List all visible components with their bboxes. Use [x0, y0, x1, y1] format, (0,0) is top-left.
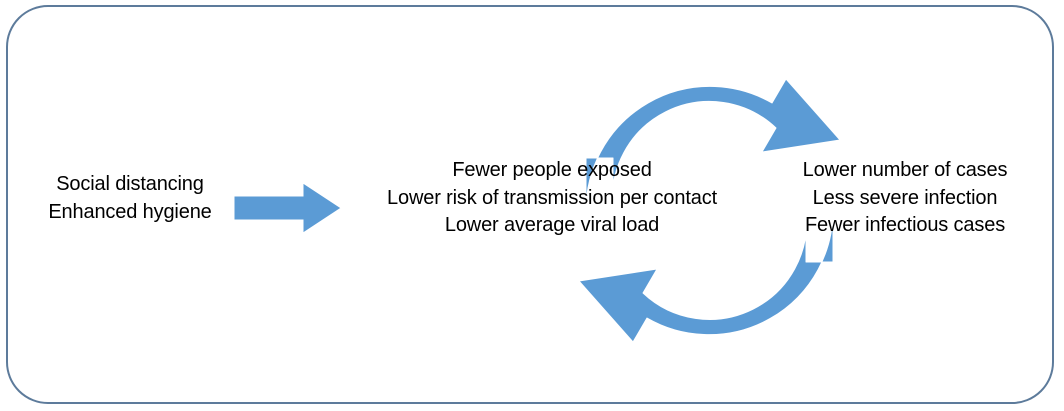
- middle-line-3: Lower average viral load: [444, 214, 660, 236]
- middle-line-1: Fewer people exposed: [452, 159, 652, 181]
- middle-line-2: Lower risk of transmission per contact: [387, 186, 717, 209]
- exposure-effects-text-block: Fewer people exposed Lower risk of trans…: [358, 157, 746, 240]
- outcome-line-1: Lower number of cases: [802, 159, 1008, 181]
- outcome-line-2: Less severe infection: [812, 186, 998, 209]
- intervention-line-1: Social distancing: [56, 173, 204, 195]
- intervention-text-block: Social distancing Enhanced hygiene: [20, 171, 240, 226]
- outcome-line-3: Fewer infectious cases: [804, 214, 1006, 236]
- bottom-arc-arrow-shape: [578, 211, 834, 343]
- outcome-to-middle-arc-arrow: [578, 211, 834, 343]
- straight-arrow-shape: [233, 182, 342, 234]
- top-arc-arrow-shape: [585, 78, 841, 211]
- diagram-frame: [6, 5, 1054, 404]
- intervention-to-middle-arrow: [233, 182, 342, 234]
- intervention-line-2: Enhanced hygiene: [48, 200, 212, 223]
- middle-to-outcome-arc-arrow: [585, 78, 841, 211]
- epidemic-outcomes-text-block: Lower number of cases Less severe infect…: [782, 157, 1028, 240]
